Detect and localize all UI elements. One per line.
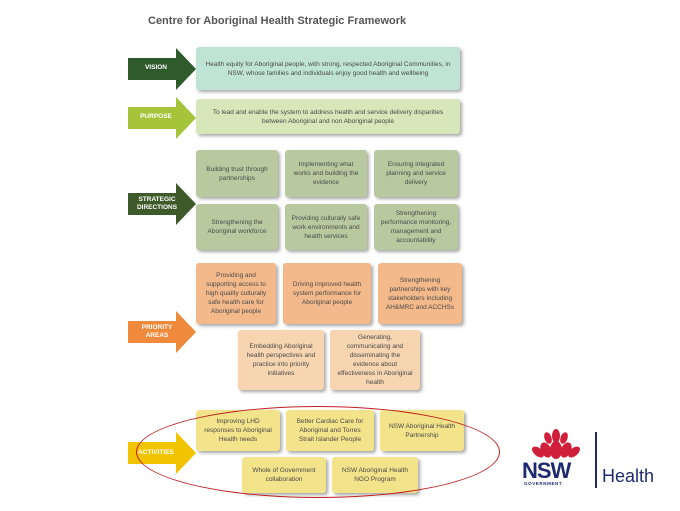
waratah-icon	[532, 429, 580, 459]
priority-areas-label: PRIORITY AREAS	[141, 324, 173, 339]
logo-nsw-text: NSW	[522, 458, 571, 483]
strategic-direction-box: Building trust through partnerships	[196, 150, 278, 197]
priority-area-box: Generating, communicating and disseminat…	[330, 330, 420, 390]
framework-title: Centre for Aboriginal Health Strategic F…	[148, 15, 407, 27]
purpose-arrow	[128, 97, 196, 139]
priority-area-box: Strengthening partnerships with key stak…	[378, 263, 462, 324]
logo-government-text: GOVERNMENT	[524, 481, 563, 486]
priority-area-box: Driving improved health system performan…	[283, 263, 371, 324]
strategic-direction-box: Ensuring integrated planning and service…	[374, 150, 458, 197]
vision-arrow	[128, 48, 196, 90]
priority-area-box: Embedding Aboriginal health perspectives…	[238, 330, 324, 390]
vision-label: VISION	[144, 64, 168, 71]
logo-health-text: Health	[602, 466, 655, 486]
purpose-label: PURPOSE	[140, 113, 172, 120]
strategic-direction-box: Implementing what works and building the…	[285, 150, 367, 197]
priority-areas-arrow	[128, 311, 196, 353]
vision-box: Health equity for Aboriginal people, wit…	[196, 47, 460, 90]
activities-highlight-ellipse	[136, 406, 500, 498]
purpose-box: To lead and enable the system to address…	[196, 99, 460, 134]
strategic-directions-label: STRATEGIC DIRECTIONS	[136, 196, 178, 211]
strategic-directions-arrow	[128, 183, 196, 225]
priority-area-box: Providing and supporting access to high …	[196, 263, 276, 324]
logo-divider	[595, 432, 597, 488]
strategic-direction-box: Strengthening the Aboriginal workforce	[196, 204, 278, 250]
nsw-health-logo: NSW GOVERNMENT Health	[522, 428, 662, 490]
strategic-direction-box: Strengthening performance monitoring, ma…	[374, 204, 458, 250]
strategic-direction-box: Providing culturally safe work environme…	[285, 204, 367, 250]
